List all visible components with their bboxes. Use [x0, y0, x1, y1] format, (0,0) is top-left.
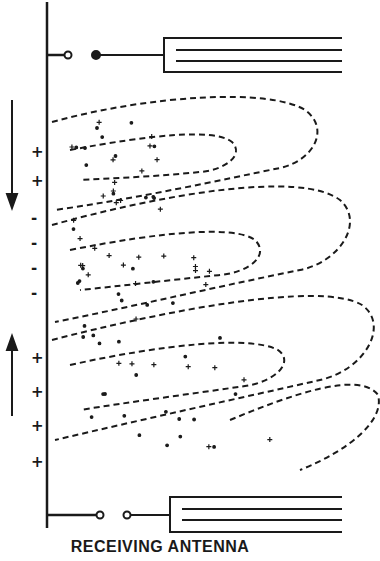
charge-sign: + — [30, 418, 45, 434]
transmission-line — [164, 38, 342, 532]
charge-sign: + — [30, 173, 45, 189]
charge-sign: + — [30, 384, 45, 400]
terminals — [65, 51, 171, 519]
charge-sign: - — [30, 260, 38, 276]
charge-sign: - — [30, 235, 38, 251]
field-loops — [52, 97, 379, 470]
charge-sign: + — [30, 144, 45, 160]
caption: RECEIVING ANTENNA — [71, 538, 250, 556]
charge-sign: + — [30, 454, 45, 470]
current-arrows — [7, 100, 17, 416]
charge-sign: + — [30, 350, 45, 366]
antenna-wire — [47, 2, 96, 528]
charge-sign: - — [30, 210, 38, 226]
charge-sign: - — [30, 285, 38, 301]
field-marks — [69, 120, 272, 449]
